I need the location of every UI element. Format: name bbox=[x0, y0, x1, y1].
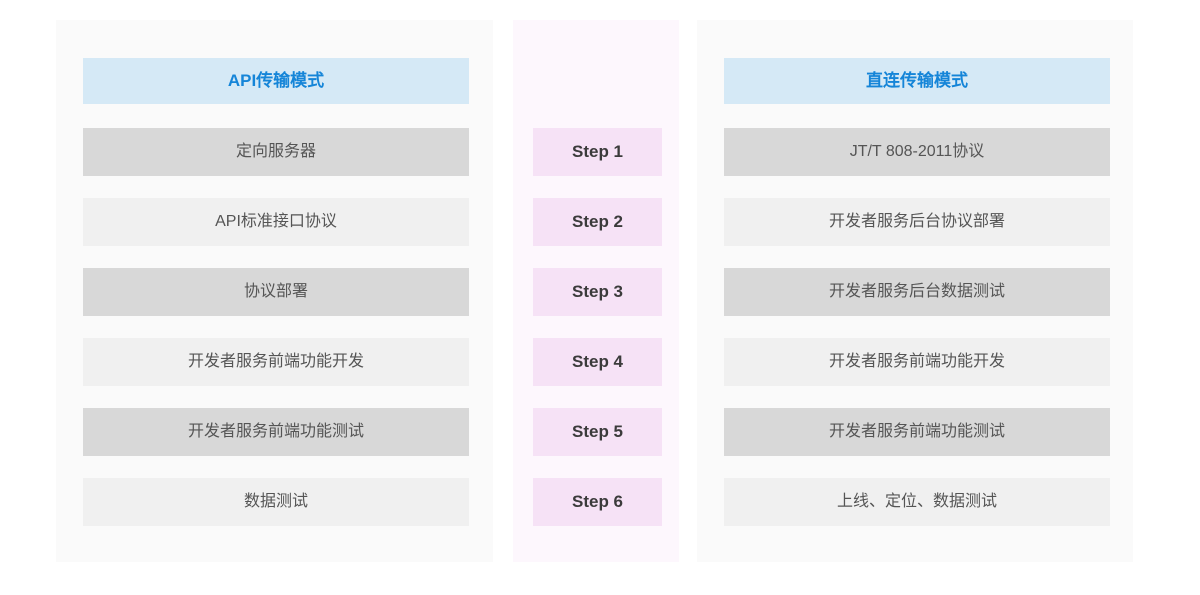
api-mode-row: 数据测试 bbox=[83, 478, 469, 526]
step-badge: Step 2 bbox=[533, 198, 662, 246]
direct-mode-row: 开发者服务前端功能测试 bbox=[724, 408, 1110, 456]
step-badge: Step 1 bbox=[533, 128, 662, 176]
api-mode-row: 开发者服务前端功能测试 bbox=[83, 408, 469, 456]
api-mode-row: 定向服务器 bbox=[83, 128, 469, 176]
step-badge: Step 5 bbox=[533, 408, 662, 456]
direct-mode-row: 开发者服务前端功能开发 bbox=[724, 338, 1110, 386]
direct-mode-panel: 直连传输模式 JT/T 808-2011协议 开发者服务后台协议部署 开发者服务… bbox=[697, 20, 1133, 562]
api-mode-row: 开发者服务前端功能开发 bbox=[83, 338, 469, 386]
api-mode-row: 协议部署 bbox=[83, 268, 469, 316]
api-mode-row: API标准接口协议 bbox=[83, 198, 469, 246]
direct-mode-row: JT/T 808-2011协议 bbox=[724, 128, 1110, 176]
step-badge: Step 6 bbox=[533, 478, 662, 526]
direct-mode-header: 直连传输模式 bbox=[724, 58, 1110, 104]
step-badge: Step 4 bbox=[533, 338, 662, 386]
direct-mode-row: 上线、定位、数据测试 bbox=[724, 478, 1110, 526]
step-badge: Step 3 bbox=[533, 268, 662, 316]
direct-mode-row: 开发者服务后台协议部署 bbox=[724, 198, 1110, 246]
steps-panel: Step 1 Step 2 Step 3 Step 4 Step 5 Step … bbox=[513, 20, 679, 562]
api-mode-panel: API传输模式 定向服务器 API标准接口协议 协议部署 开发者服务前端功能开发… bbox=[56, 20, 493, 562]
direct-mode-row: 开发者服务后台数据测试 bbox=[724, 268, 1110, 316]
api-mode-header: API传输模式 bbox=[83, 58, 469, 104]
